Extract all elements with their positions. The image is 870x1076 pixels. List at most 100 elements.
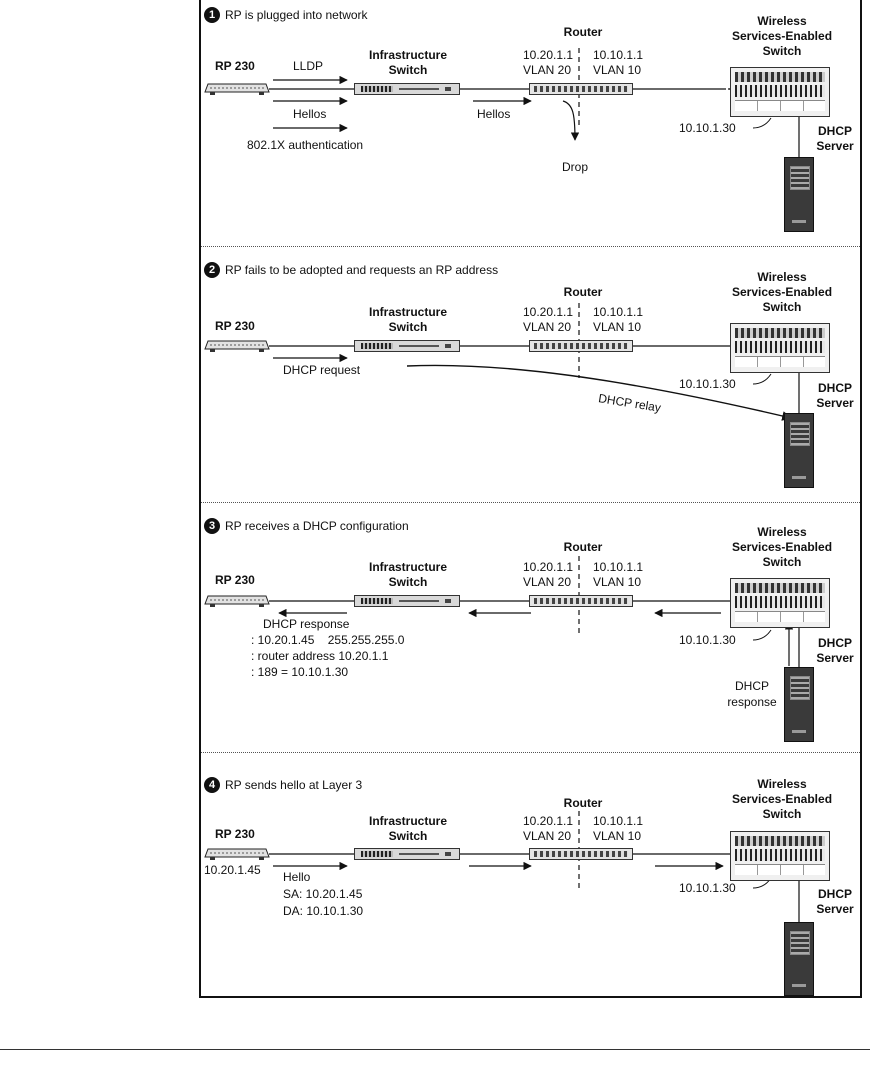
- infra-switch-label-2: Switch: [388, 320, 428, 334]
- router-left-ip: 10.20.1.1: [523, 305, 574, 319]
- router-right-vlan: VLAN 10: [593, 829, 642, 843]
- dhcp-server-label-1: DHCP: [817, 636, 853, 650]
- infra-switch-label-2: Switch: [388, 63, 428, 77]
- step-badge: 1: [204, 7, 220, 23]
- infra-switch-label-1: Infrastructure: [368, 560, 448, 574]
- router-right-ip: 10.10.1.1: [593, 305, 644, 319]
- wss-label-1: Wireless: [757, 270, 807, 284]
- step-badge: 2: [204, 262, 220, 278]
- panel-separator: [201, 246, 860, 247]
- note-dhcp-request: DHCP request: [283, 363, 361, 377]
- wss-ip-leader: [752, 117, 772, 129]
- wireless-services-switch: [730, 67, 830, 117]
- router-left-vlan: VLAN 20: [523, 575, 572, 589]
- infrastructure-switch: [354, 340, 460, 352]
- dhcp-server-label-2: Server: [816, 651, 854, 665]
- infrastructure-switch: [354, 595, 460, 607]
- rp-230-device: [204, 340, 270, 352]
- router-right-vlan: VLAN 10: [593, 63, 642, 77]
- drop-arrow: [562, 100, 580, 141]
- wss-label-3: Switch: [762, 44, 802, 58]
- router-left-ip: 10.20.1.1: [523, 48, 574, 62]
- panel-separator: [201, 752, 860, 753]
- panel-title: RP is plugged into network: [225, 8, 368, 22]
- wss-label-2: Services-Enabled: [731, 29, 833, 43]
- response-line-1: DHCP response: [263, 617, 350, 631]
- router: [529, 340, 633, 352]
- router: [529, 83, 633, 95]
- dhcp-server-label-1: DHCP: [817, 887, 853, 901]
- wss-label-1: Wireless: [757, 525, 807, 539]
- wss-label-3: Switch: [762, 807, 802, 821]
- wireless-services-switch: [730, 323, 830, 373]
- rp-label: RP 230: [215, 573, 255, 587]
- hello-line-3: DA: 10.10.1.30: [283, 904, 364, 918]
- infra-switch-label-1: Infrastructure: [368, 48, 448, 62]
- wss-ip: 10.10.1.30: [679, 881, 736, 895]
- router-left-ip: 10.20.1.1: [523, 814, 574, 828]
- wireless-services-switch: [730, 831, 830, 881]
- router-label: Router: [563, 285, 603, 299]
- infrastructure-switch: [354, 83, 460, 95]
- panel-step-2: 2 RP fails to be adopted and requests an…: [201, 248, 864, 500]
- wss-label-1: Wireless: [757, 777, 807, 791]
- wss-label-1: Wireless: [757, 14, 807, 28]
- router-right-vlan: VLAN 10: [593, 320, 642, 334]
- wss-label-2: Services-Enabled: [731, 792, 833, 806]
- router: [529, 848, 633, 860]
- router-left-vlan: VLAN 20: [523, 829, 572, 843]
- router-label: Router: [563, 25, 603, 39]
- wss-ip: 10.10.1.30: [679, 377, 736, 391]
- hello-line-1: Hello: [283, 870, 311, 884]
- infra-switch-label-2: Switch: [388, 829, 428, 843]
- router-label: Router: [563, 540, 603, 554]
- dhcp-server-label-1: DHCP: [817, 124, 853, 138]
- panel-step-3: 3 RP receives a DHCP configuration RP 23…: [201, 504, 864, 750]
- router-label: Router: [563, 796, 603, 810]
- dhcp-server: [784, 922, 814, 996]
- note-auth: 802.1X authentication: [247, 138, 364, 152]
- dhcp-server-label-1: DHCP: [817, 381, 853, 395]
- response-line-3: : router address 10.20.1.1: [251, 649, 389, 663]
- diagram-frame: 1 RP is plugged into network RP 230 Infr…: [199, 0, 862, 998]
- note-lldp: LLDP: [293, 59, 324, 73]
- infra-switch-label-1: Infrastructure: [368, 305, 448, 319]
- wss-ip: 10.10.1.30: [679, 121, 736, 135]
- rp-ip: 10.20.1.45: [204, 863, 261, 877]
- wss-ip-leader: [752, 373, 772, 385]
- panel-step-1: 1 RP is plugged into network RP 230 Infr…: [201, 0, 864, 246]
- hello-line-2: SA: 10.20.1.45: [283, 887, 363, 901]
- dhcp-server-label-2: Server: [816, 396, 854, 410]
- wss-label-2: Services-Enabled: [731, 540, 833, 554]
- infrastructure-switch: [354, 848, 460, 860]
- panel-separator: [201, 502, 860, 503]
- router-left-vlan: VLAN 20: [523, 63, 572, 77]
- router-right-ip: 10.10.1.1: [593, 560, 644, 574]
- note-drop: Drop: [562, 160, 589, 174]
- wireless-services-switch: [730, 578, 830, 628]
- server-response-label-2: response: [727, 695, 777, 709]
- dhcp-server-label-2: Server: [816, 139, 854, 153]
- panel-title: RP fails to be adopted and requests an R…: [225, 263, 499, 277]
- response-line-2: : 10.20.1.45 255.255.255.0: [251, 633, 405, 647]
- wss-label-2: Services-Enabled: [731, 285, 833, 299]
- response-line-4: : 189 = 10.10.1.30: [251, 665, 349, 679]
- router-right-ip: 10.10.1.1: [593, 814, 644, 828]
- note-hellos-router: Hellos: [477, 107, 511, 121]
- panel-title: RP sends hello at Layer 3: [225, 778, 363, 792]
- wss-ip-leader: [752, 629, 772, 641]
- panel-title: RP receives a DHCP configuration: [225, 519, 409, 533]
- dhcp-relay-arrow: [406, 364, 792, 421]
- page-footer-rule: [0, 1049, 870, 1050]
- dhcp-server: [784, 157, 814, 232]
- rp-230-device: [204, 83, 270, 95]
- panel-step-4: 4 RP sends hello at Layer 3 RP 230 10.20…: [201, 754, 864, 998]
- server-response-label-1: DHCP: [734, 679, 770, 693]
- step-badge: 4: [204, 777, 220, 793]
- rp-230-device: [204, 848, 270, 860]
- step-badge: 3: [204, 518, 220, 534]
- router: [529, 595, 633, 607]
- dhcp-server: [784, 413, 814, 488]
- dhcp-server: [784, 667, 814, 742]
- wss-ip: 10.10.1.30: [679, 633, 736, 647]
